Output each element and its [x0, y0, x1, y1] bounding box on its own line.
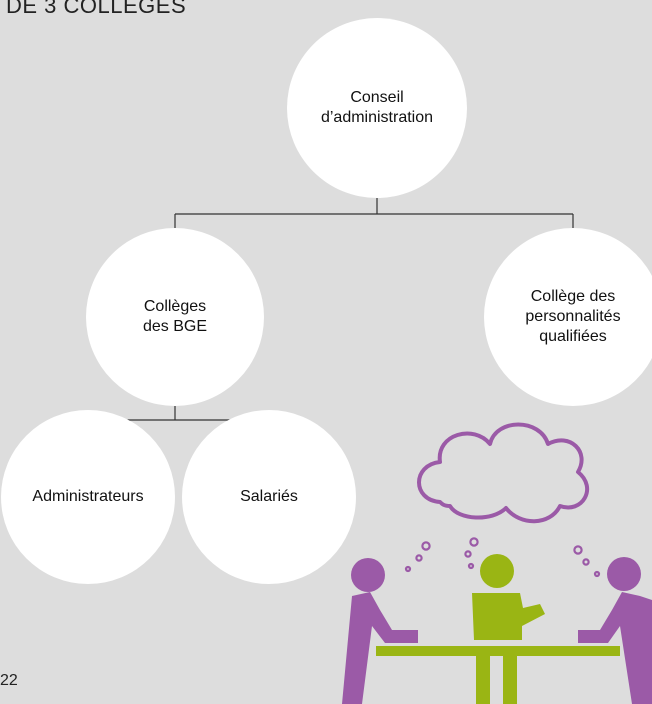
- bge-label-line-1: Collèges: [143, 298, 207, 315]
- qualified-label-line-1: Collège des: [530, 288, 616, 305]
- right-person-body: [578, 592, 652, 704]
- council-label-line-2: d’administration: [320, 109, 434, 126]
- thought-bubbles-icon: [404, 537, 601, 578]
- meeting-table-leg-left: [476, 656, 490, 704]
- thought-cloud-icon: [417, 422, 590, 524]
- bge-colleges-node: Collèges des BGE: [86, 228, 264, 406]
- page-number: 22: [0, 672, 18, 689]
- left-person-body: [342, 592, 418, 704]
- right-person-head: [607, 557, 641, 591]
- council-node: Conseil d’administration: [287, 18, 467, 198]
- qualified-persons-label: Collège des personnalités qualifiées: [525, 287, 620, 347]
- council-label: Conseil d’administration: [321, 88, 433, 128]
- page-heading: DE 3 COLLÈGES: [6, 0, 187, 18]
- meeting-people-icon: [342, 554, 652, 704]
- qualified-label-line-2: personnalités: [525, 308, 621, 325]
- qualified-label-line-3: qualifiées: [539, 328, 607, 345]
- center-person-body: [472, 593, 545, 640]
- meeting-table-top: [376, 646, 620, 656]
- employees-label: Salariés: [240, 488, 298, 505]
- bge-colleges-label: Collèges des BGE: [143, 297, 207, 337]
- employees-node: Salariés: [182, 410, 356, 584]
- center-person-head: [480, 554, 514, 588]
- meeting-table-leg-right: [503, 656, 517, 704]
- administrators-label: Administrateurs: [32, 488, 144, 505]
- bge-label-line-2: des BGE: [142, 318, 208, 335]
- left-person-head: [351, 558, 385, 592]
- council-label-line-1: Conseil: [350, 89, 404, 106]
- qualified-persons-node: Collège des personnalités qualifiées: [484, 228, 652, 406]
- administrators-node: Administrateurs: [1, 410, 175, 584]
